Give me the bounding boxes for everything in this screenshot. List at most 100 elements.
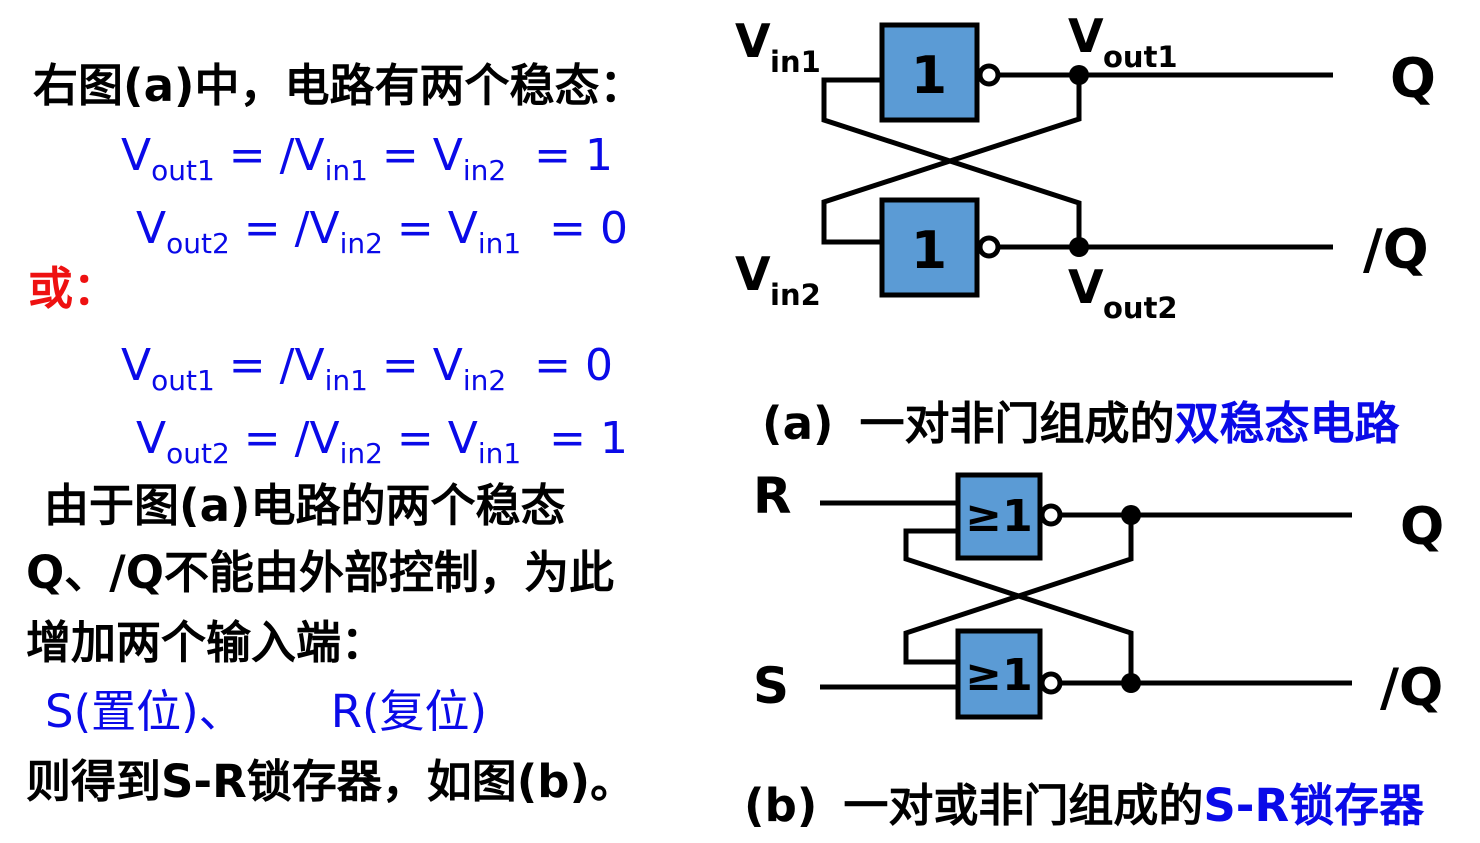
junction-dot-q	[1121, 505, 1141, 525]
formula-line-4: Vout2 = /Vin2 = Vin1 = 1	[136, 413, 629, 470]
formula-subscript: out2	[166, 227, 230, 260]
nor-gate-s-bubble-icon	[1039, 671, 1063, 695]
vin1-sub-label: in1	[770, 45, 821, 79]
reset-label: R(复位)	[330, 685, 488, 738]
junction-dot-vout1	[1069, 65, 1089, 85]
formula-var: V	[294, 130, 325, 181]
nor-gate-r-label: ≥1	[965, 491, 1032, 542]
formula-subscript: in1	[324, 364, 368, 397]
formula-op: = /	[229, 203, 310, 254]
formula-subscript: in2	[462, 154, 507, 187]
formula-result: 1	[600, 413, 629, 464]
junction-dot-qbar	[1121, 673, 1141, 693]
nor-gate-r-bubble-icon	[1039, 503, 1063, 527]
formula-var: V	[136, 203, 167, 254]
sr-input-labels: S(置位)、 R(复位)	[45, 688, 487, 735]
formula-op: =	[382, 413, 448, 464]
circuit-a: 1 1 V in1 V out1 V in2 V out2 Q /Q	[735, 9, 1436, 325]
formula-subscript: in1	[324, 154, 368, 187]
cross-coupling-wire-top-to-bottom	[903, 515, 1134, 665]
caption-b: (b) 一对或非门组成的S-R锁存器	[744, 780, 1424, 832]
vin2-label: V	[735, 247, 771, 301]
vin1-base: V	[735, 14, 771, 68]
caption-b-highlight: S-R锁存器	[1203, 779, 1425, 832]
formula-result: 1	[585, 130, 614, 181]
vout2-label: V	[1068, 260, 1104, 314]
formula-var: V	[309, 203, 340, 254]
formula-subscript: in1	[477, 227, 522, 260]
formula-var: V	[447, 413, 478, 464]
caption-a-index: (a)	[762, 397, 834, 450]
q-output-label: Q	[1390, 47, 1436, 110]
para2-line3: 增加两个输入端：	[26, 616, 387, 669]
formula-subscript: out1	[151, 364, 215, 397]
vout2-base: V	[1068, 260, 1104, 314]
formula-var: V	[432, 340, 463, 391]
para2-line1: 由于图(a)电路的两个稳态	[44, 479, 566, 532]
formula-subscript: in2	[462, 364, 507, 397]
qbar-output-label: /Q	[1363, 218, 1429, 281]
formula-op: =	[506, 340, 586, 391]
formula-var: V	[121, 340, 152, 391]
junction-dot-vout2	[1069, 237, 1089, 257]
caption-a: (a) 一对非门组成的双稳态电路	[762, 398, 1400, 450]
caption-a-highlight: 双稳态电路	[1174, 397, 1400, 450]
formula-op: = /	[214, 340, 295, 391]
vout1-label: V	[1068, 9, 1104, 63]
formula-op: =	[506, 130, 586, 181]
para2-line2: Q、/Q不能由外部控制，为此	[26, 546, 614, 599]
inverter-1-box	[879, 22, 980, 123]
inverter-1-label: 1	[911, 46, 947, 106]
r-input-label: R	[753, 467, 792, 525]
inverter-2-box	[879, 197, 980, 298]
vout2-sub-label: out2	[1103, 291, 1178, 325]
formula-subscript: in2	[339, 227, 383, 260]
q-output-label: Q	[1400, 497, 1444, 557]
vout1-sub-label: out1	[1103, 40, 1178, 74]
vin2-sub-label: in2	[770, 278, 821, 312]
formula-subscript: in2	[339, 437, 383, 470]
formula-var: V	[294, 340, 325, 391]
vin1-label: V	[735, 14, 771, 68]
formula-var: V	[136, 413, 167, 464]
formula-op: =	[382, 203, 448, 254]
formula-subscript: out1	[151, 154, 215, 187]
nor-gate-s-label: ≥1	[965, 650, 1032, 701]
formula-result: 0	[585, 340, 614, 391]
formula-subscript: in1	[477, 437, 522, 470]
formula-var: V	[432, 130, 463, 181]
qbar-output-label: /Q	[1380, 658, 1443, 718]
caption-b-text: 一对或非门组成的	[843, 779, 1204, 832]
formula-op: =	[367, 130, 433, 181]
formula-line-1: Vout1 = /Vin1 = Vin2 = 1	[121, 130, 614, 187]
inverter-2-bubble-icon	[977, 235, 1001, 259]
or-label: 或：	[28, 262, 119, 315]
formula-line-3: Vout1 = /Vin1 = Vin2 = 0	[121, 340, 614, 397]
formula-var: V	[447, 203, 478, 254]
formula-line-2: Vout2 = /Vin2 = Vin1 = 0	[136, 203, 629, 260]
set-label: S(置位)、	[45, 685, 244, 738]
inverter-1-bubble-icon	[977, 63, 1001, 87]
inverter-2-label: 1	[911, 221, 947, 281]
cross-coupling-wire-bottom-to-top	[903, 528, 1134, 683]
cross-coupling-wire-bottom-to-top	[821, 77, 1082, 247]
formula-op: =	[521, 203, 601, 254]
vin2-base: V	[735, 247, 771, 301]
nor-gate-s-box	[955, 628, 1043, 720]
cross-coupling-wire-top-to-bottom	[821, 75, 1082, 245]
closing-text: 则得到S-R锁存器，如图(b)。	[26, 755, 636, 808]
intro-text: 右图(a)中，电路有两个稳态：	[33, 59, 645, 112]
formula-op: =	[521, 413, 601, 464]
formula-var: V	[309, 413, 340, 464]
vout1-base: V	[1068, 9, 1104, 63]
formula-result: 0	[600, 203, 629, 254]
formula-op: = /	[214, 130, 295, 181]
formula-op: = /	[229, 413, 310, 464]
formula-var: V	[121, 130, 152, 181]
formula-op: =	[367, 340, 433, 391]
caption-a-text: 一对非门组成的	[859, 397, 1175, 450]
caption-b-index: (b)	[744, 779, 818, 832]
formula-subscript: out2	[166, 437, 230, 470]
